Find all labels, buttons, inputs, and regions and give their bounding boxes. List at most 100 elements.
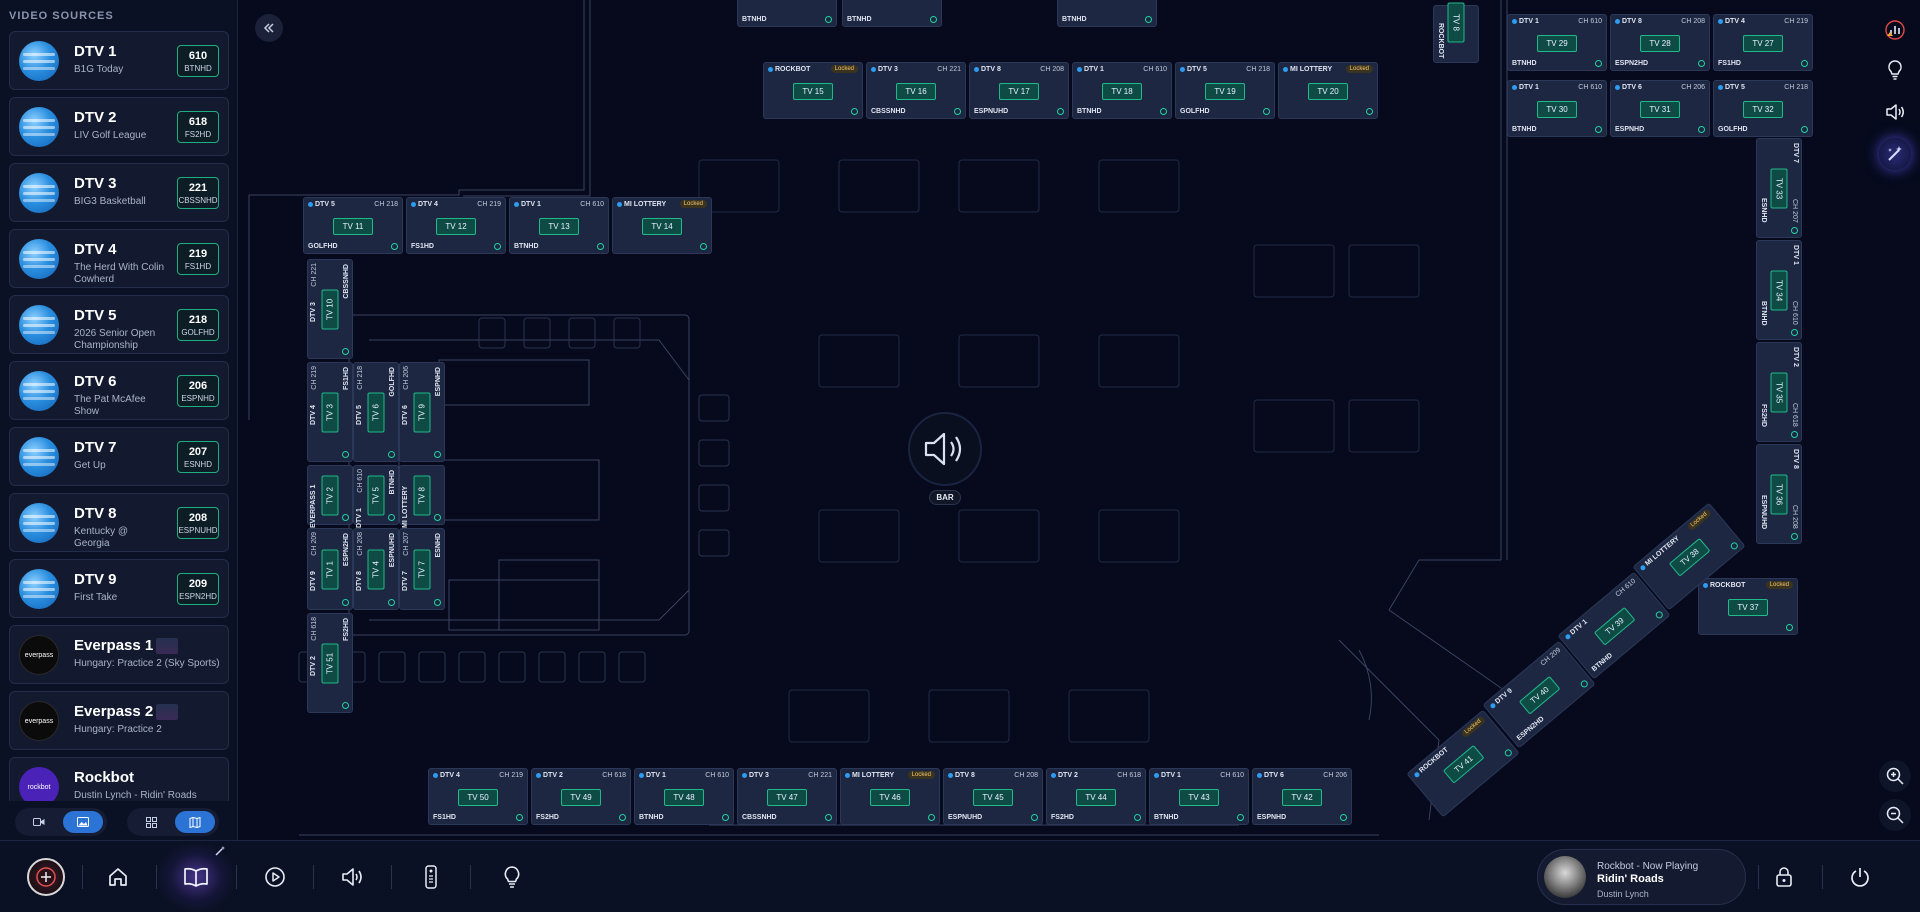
collapse-sidebar-button[interactable]: [255, 14, 283, 42]
now-playing-widget[interactable]: Rockbot - Now Playing Ridin' Roads Dusti…: [1537, 849, 1746, 905]
venue-logo[interactable]: [27, 858, 65, 896]
power-button[interactable]: [1842, 859, 1878, 895]
audio-button[interactable]: [1879, 96, 1911, 128]
bar-speaker-button[interactable]: [908, 412, 982, 486]
tv-callsign: BTNHD: [389, 470, 396, 495]
camera-icon[interactable]: [19, 811, 59, 833]
tv-tile-partial[interactable]: BTNHD: [737, 0, 837, 27]
tv-callsign: ESPNUHD: [974, 108, 1009, 115]
source-name: DTV 1: [74, 43, 117, 60]
zoom-out-button[interactable]: [1879, 799, 1911, 831]
grid-icon[interactable]: [131, 811, 171, 833]
att-tv-logo: [19, 107, 59, 147]
image-icon[interactable]: [63, 811, 103, 833]
nav-lighting-button[interactable]: [494, 859, 530, 895]
tv-status-dot: [1801, 60, 1808, 67]
nav-home-button[interactable]: [100, 859, 136, 895]
tv-status-dot: [619, 814, 626, 821]
stats-button[interactable]: [1879, 14, 1911, 46]
map-icon[interactable]: [175, 811, 215, 833]
tv-tile-partial-vertical[interactable]: TV 8 ROCKBOT: [1433, 2, 1479, 63]
locked-badge: Locked: [907, 771, 935, 779]
tv-label: TV 2: [321, 475, 339, 516]
lighting-button[interactable]: [1879, 54, 1911, 86]
lock-button[interactable]: [1766, 859, 1802, 895]
bar-audio-zone[interactable]: BAR: [907, 412, 983, 505]
tv-channel: CH 221: [937, 66, 961, 73]
floor-map[interactable]: BTNHD BTNHD BTNHD TV 8 ROCKBOT BAR ROCKB…: [239, 0, 1819, 840]
tv-tile-partial[interactable]: BTNHD: [1057, 0, 1157, 27]
source-program: Hungary: Practice 2 (Sky Sports): [74, 658, 220, 669]
tv-tile-partial[interactable]: BTNHD: [842, 0, 942, 27]
source-name: DTV 4: [74, 241, 117, 258]
play-icon: [265, 867, 285, 887]
nav-audio-button[interactable]: [335, 859, 371, 895]
nav-play-button[interactable]: [257, 859, 293, 895]
tv-label: TV 14: [642, 218, 682, 235]
magic-wand-button[interactable]: [1879, 138, 1911, 170]
tv-source: DTV 2: [1051, 772, 1078, 779]
nav-map-button[interactable]: [156, 841, 236, 912]
nav-remote-button[interactable]: [413, 859, 449, 895]
zoom-in-button[interactable]: [1879, 760, 1911, 792]
tv-status-dot: [851, 108, 858, 115]
att-tv-logo: [19, 569, 59, 609]
album-art: [1544, 856, 1586, 898]
